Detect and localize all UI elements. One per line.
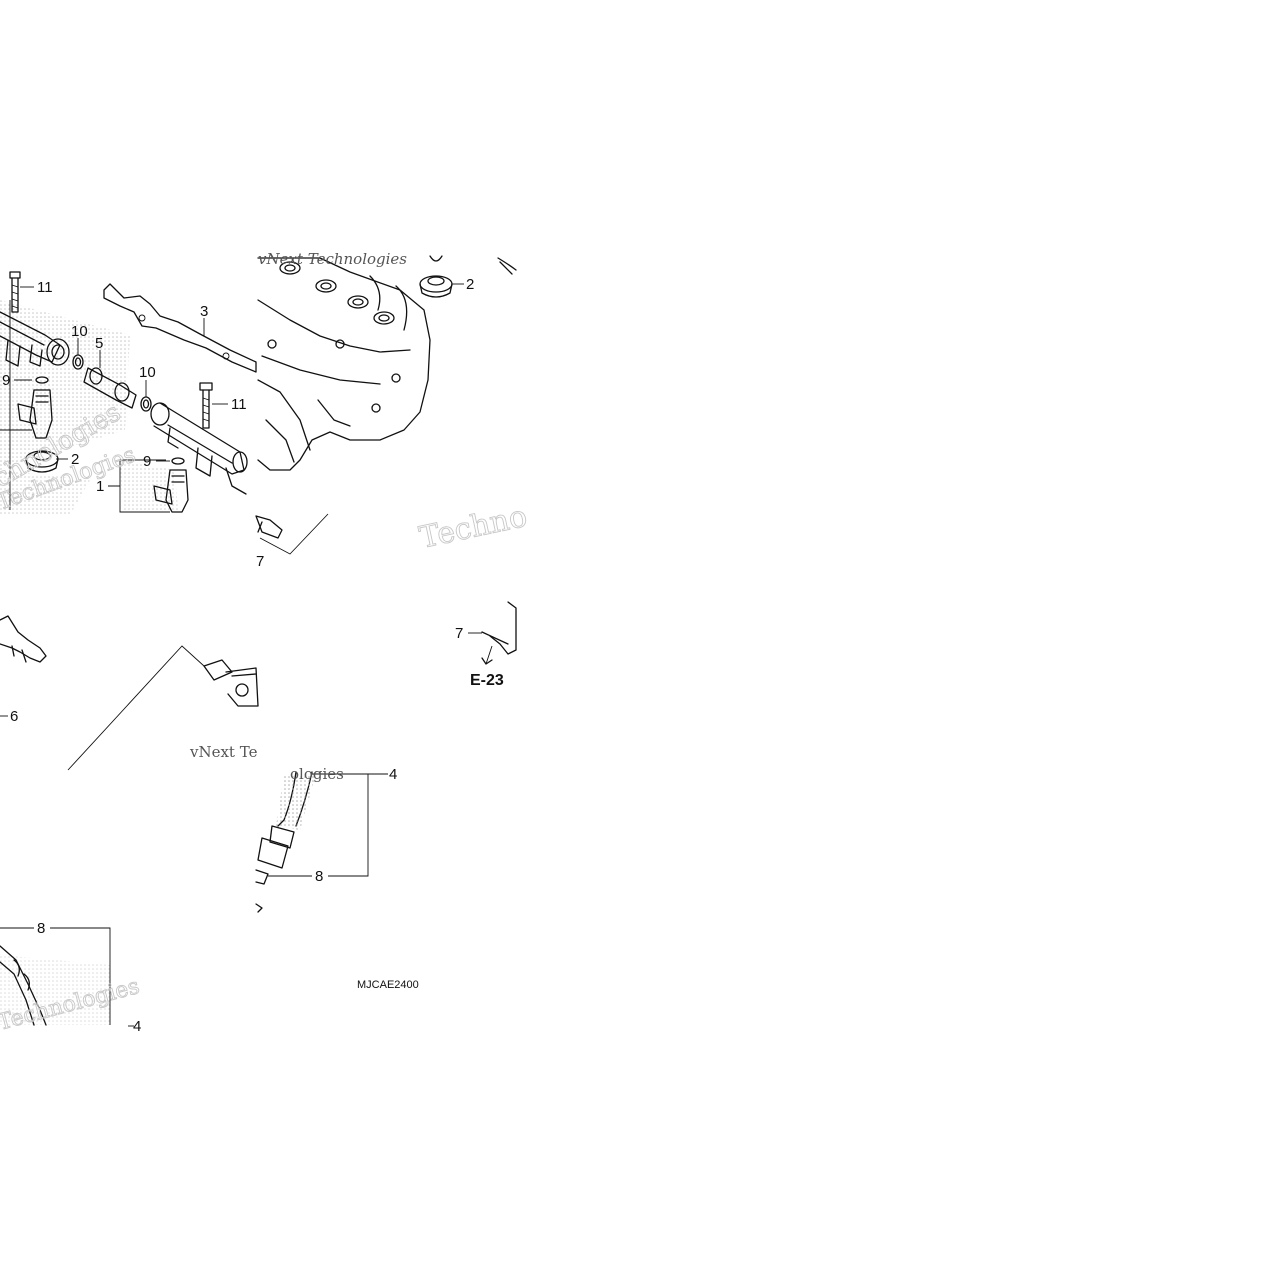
callout-2-left: 2 <box>71 451 79 468</box>
callout-9-upper: 9 <box>2 372 10 389</box>
callout-8-center: 8 <box>315 868 323 885</box>
callout-11-upper: 11 <box>37 279 53 296</box>
reference-arrow-icon <box>481 657 493 665</box>
callout-9-lower: 9 <box>143 453 151 470</box>
svg-text:ologies: ologies <box>290 765 344 783</box>
callout-10-lower: 10 <box>139 364 156 381</box>
callout-5: 5 <box>95 335 103 352</box>
fuel-rail-upper <box>0 271 70 367</box>
wire-harness-lower <box>0 945 47 1026</box>
page-reference: E-23 <box>470 672 504 689</box>
injectors <box>17 376 189 513</box>
clip-parts <box>255 257 517 655</box>
svg-text:vNext Technologies: vNext Technologies <box>258 250 407 268</box>
connector <box>203 659 259 707</box>
wire-harness <box>255 771 316 913</box>
callout-11-lower: 11 <box>231 396 247 413</box>
callout-8-lower: 8 <box>37 920 45 937</box>
diagram-code: MJCAE2400 <box>357 979 419 991</box>
bracket-6 <box>0 615 47 663</box>
svg-text:vNext Te: vNext Te <box>189 743 258 761</box>
bracket <box>103 283 257 373</box>
callout-6: 6 <box>10 708 18 725</box>
callouts: 11 10 5 3 10 9 11 2 9 1 2 7 7 6 4 8 8 4 <box>2 276 474 1035</box>
callout-7-center: 7 <box>256 553 264 570</box>
callout-10-upper: 10 <box>71 323 88 340</box>
fuel-rail-lower <box>150 382 248 495</box>
callout-4: 4 <box>389 766 397 783</box>
callout-1: 1 <box>96 478 104 495</box>
callout-4-lower: 4 <box>133 1018 141 1035</box>
shading <box>0 300 178 1025</box>
callout-2-right: 2 <box>466 276 474 293</box>
joint-assembly <box>72 354 152 412</box>
intake-manifold <box>257 257 431 471</box>
callout-3: 3 <box>200 303 208 320</box>
svg-text:Techno: Techno <box>416 499 530 556</box>
leader-lines <box>0 283 493 1027</box>
callout-7-right: 7 <box>455 625 463 642</box>
